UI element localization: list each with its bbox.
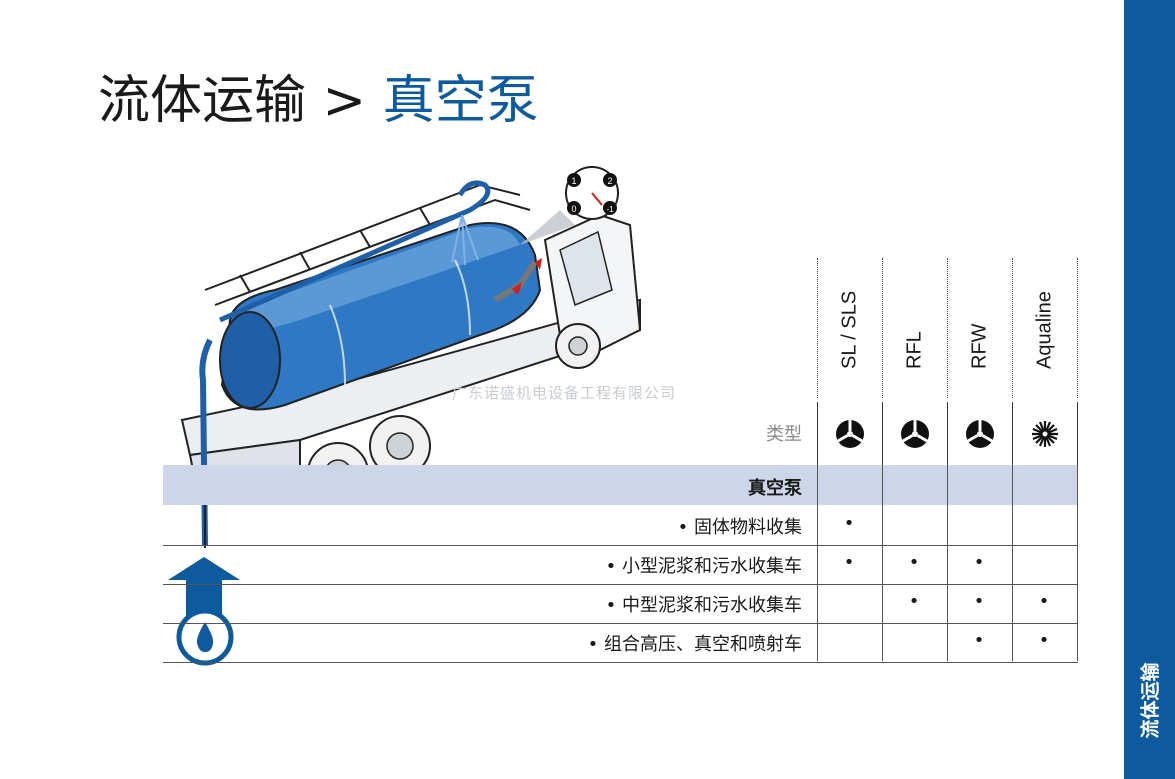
row-label: • 小型泥浆和污水收集车 — [605, 556, 802, 577]
applicability-dot: • — [973, 630, 985, 651]
applicability-dot: • — [908, 552, 920, 573]
applicability-dot: • — [973, 552, 985, 573]
applicability-dot: • — [973, 591, 985, 612]
sidebar-bar — [1124, 0, 1175, 779]
row-label: • 中型泥浆和污水收集车 — [605, 595, 802, 616]
gauge-label: -1 — [606, 205, 614, 214]
pump-rotor-icon — [966, 419, 994, 448]
row-label: • 组合高压、真空和喷射车 — [587, 634, 802, 655]
table-row — [163, 584, 1078, 624]
column-divider — [947, 465, 948, 661]
section-band — [163, 465, 1078, 505]
applicability-dot: • — [908, 591, 920, 612]
wheel-icon — [555, 323, 601, 369]
table-row — [163, 545, 1078, 585]
pump-rotor-icon — [836, 419, 864, 448]
pump-rotor-icon — [901, 419, 929, 448]
column-divider — [882, 465, 883, 661]
type-label: 类型 — [766, 424, 802, 445]
watermark: 广东诺盛机电设备工程有限公司 — [452, 384, 677, 402]
liquid-ring-pump-icon — [1032, 420, 1058, 447]
column-divider — [1077, 465, 1078, 661]
applicability-dot: • — [1038, 591, 1050, 612]
column-divider — [817, 465, 818, 661]
gauge-label: 2 — [607, 176, 612, 186]
page-title: 流体运输 > 真空泵 — [98, 66, 539, 136]
type-cell — [947, 402, 1012, 465]
applicability-dot: • — [843, 552, 855, 573]
applicability-dot: • — [1038, 630, 1050, 651]
gauge-label: 0 — [571, 204, 576, 214]
wheel-icon — [369, 415, 431, 477]
gauge-label: 1 — [571, 176, 576, 186]
vacuum-truck-illustration: 1 2 0 -1 — [168, 166, 642, 666]
section-label: 真空泵 — [748, 478, 802, 499]
type-cell — [817, 402, 882, 465]
column-header: RFL — [882, 258, 947, 398]
applicability-dot: • — [843, 513, 855, 534]
type-cell — [1012, 402, 1078, 465]
row-label: • 固体物料收集 — [677, 517, 802, 538]
column-header: SL / SLS — [817, 258, 882, 398]
water-drop-icon — [176, 608, 234, 666]
table-row — [163, 623, 1078, 663]
column-header: RFW — [947, 258, 1012, 398]
sidebar-label: 流体运输 — [1139, 661, 1162, 739]
table-row — [163, 506, 1078, 546]
column-header: Aqualine — [1012, 258, 1078, 398]
upward-arrow-icon — [168, 557, 240, 628]
title-main: 流体运输 > — [98, 71, 383, 131]
title-accent: 真空泵 — [382, 71, 539, 131]
type-cell — [882, 402, 947, 465]
column-divider — [1012, 465, 1013, 661]
